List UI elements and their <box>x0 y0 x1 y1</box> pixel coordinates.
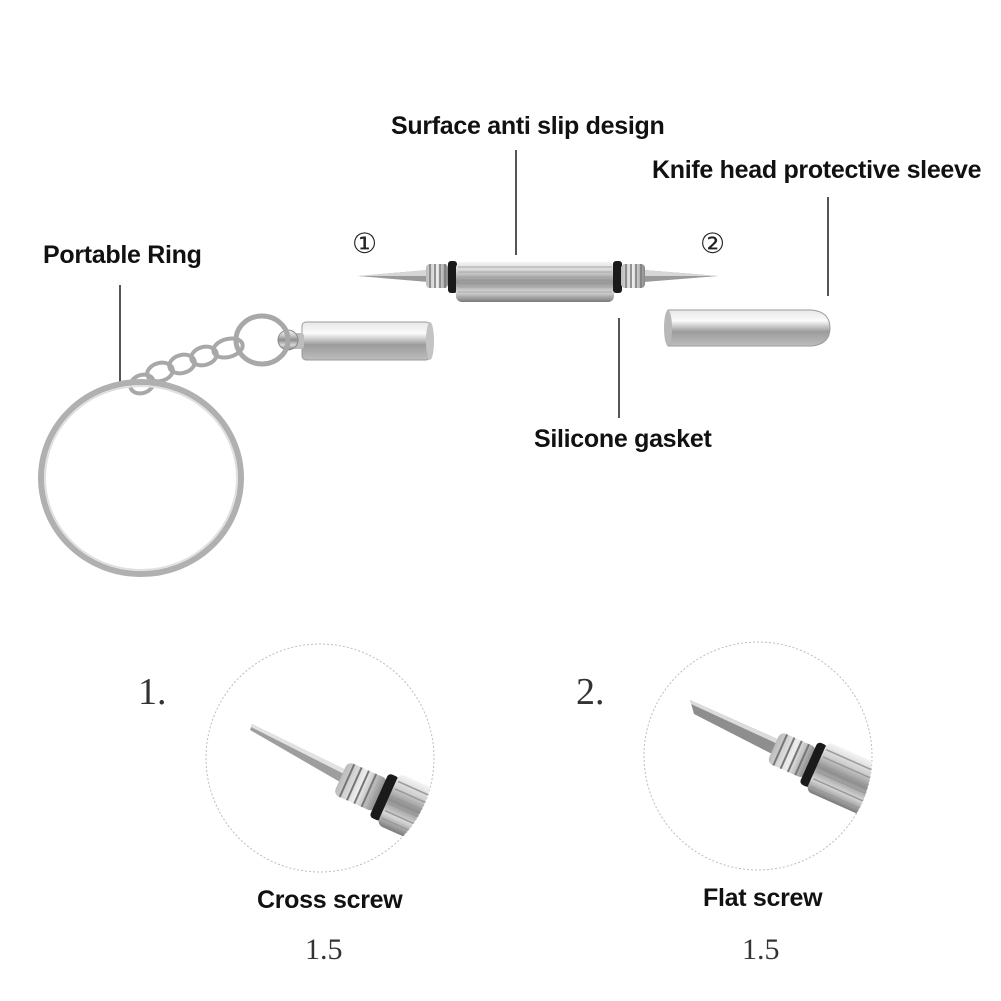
detail-name-flat-screw: Flat screw <box>703 884 823 912</box>
marker-two: ② <box>700 227 726 260</box>
callout-portable-ring: Portable Ring <box>43 241 202 269</box>
detail-size-flat: 1.5 <box>742 933 780 966</box>
split-ring <box>38 379 244 577</box>
detail-circle-flat <box>643 641 873 871</box>
keyring-cap <box>277 321 434 361</box>
detail-circle-cross <box>205 643 435 873</box>
callout-surface-anti-slip: Surface anti slip design <box>391 112 665 140</box>
detail-name-cross-screw: Cross screw <box>257 886 403 914</box>
protective-sleeve <box>664 309 831 347</box>
callout-silicone-gasket: Silicone gasket <box>534 425 712 453</box>
marker-one: ① <box>352 227 378 260</box>
detail-index-1: 1. <box>138 671 167 713</box>
detail-index-2: 2. <box>576 671 605 713</box>
callout-protective-sleeve: Knife head protective sleeve <box>652 156 982 184</box>
detail-size-cross: 1.5 <box>305 933 343 966</box>
screwdriver-body <box>358 261 718 302</box>
